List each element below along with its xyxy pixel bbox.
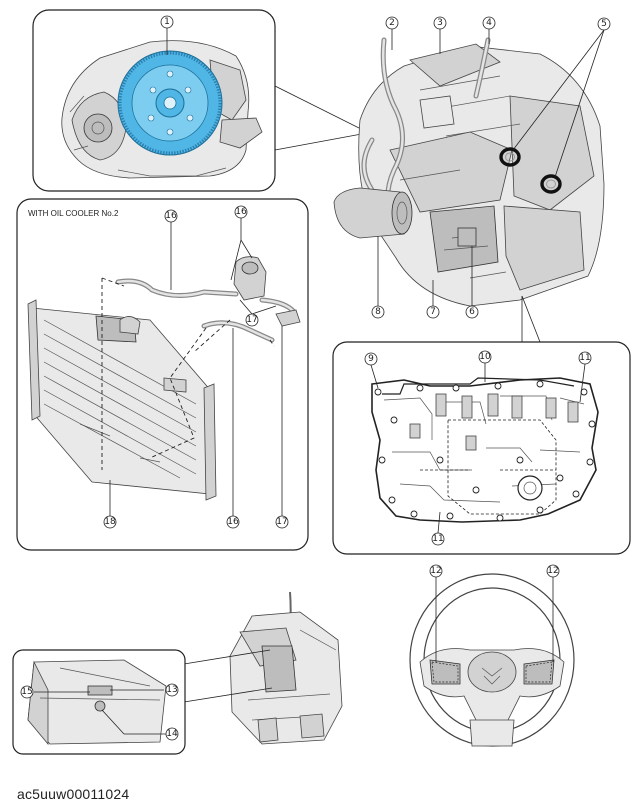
callout-7: 7 [426,305,440,319]
callout-16-top-right: 16 [234,205,248,219]
callout-3: 3 [433,16,447,30]
callout-12-left: 12 [429,564,443,578]
svg-text:16: 16 [235,207,247,217]
drive-plate-highlight [117,50,223,156]
callout-15: 15 [20,685,34,699]
oil-cooler-inset: WITH OIL COOLER No.2 [16,198,309,551]
svg-text:16: 16 [165,211,177,221]
callout-11-bottom: 11 [431,532,445,546]
svg-text:17: 17 [246,315,257,325]
callout-5: 5 [597,17,611,31]
svg-text:9: 9 [368,354,374,364]
svg-text:12: 12 [547,566,558,576]
oil-cooler-caption: WITH OIL COOLER No.2 [28,209,119,218]
callout-12-right: 12 [546,564,560,578]
svg-text:1: 1 [164,17,170,27]
svg-text:11: 11 [432,534,443,544]
callout-14: 14 [165,727,179,741]
svg-text:7: 7 [430,307,436,317]
svg-text:17: 17 [276,517,287,527]
svg-text:16: 16 [227,517,239,527]
selector-lever-assembly [183,591,343,745]
flywheel-inset: 1 [32,9,368,192]
svg-text:2: 2 [389,18,395,28]
transaxle-assembly: 2 3 4 5 8 7 6 [333,16,611,319]
svg-text:4: 4 [486,18,492,28]
svg-text:8: 8 [375,307,381,317]
callout-10: 10 [478,350,492,364]
control-valve-inset: 9 10 11 11 [332,295,631,555]
callout-11-top: 11 [578,351,592,365]
callout-16-bottom: 16 [226,515,240,529]
svg-text:14: 14 [166,729,178,739]
svg-text:12: 12 [430,566,441,576]
callout-4: 4 [482,16,496,30]
switch-inset: 15 13 14 [12,649,186,755]
callout-17-middle: 17 [245,313,259,327]
svg-text:5: 5 [601,19,607,29]
callout-17-bottom: 17 [275,515,289,529]
svg-text:13: 13 [166,685,177,695]
svg-text:10: 10 [479,352,491,362]
callout-2: 2 [385,16,399,30]
callout-1: 1 [160,15,174,29]
svg-text:15: 15 [21,687,32,697]
svg-text:18: 18 [104,517,116,527]
callout-13: 13 [165,683,179,697]
figure-id-label: ac5uuw00011024 [17,786,130,802]
callout-18: 18 [103,515,117,529]
svg-text:11: 11 [579,353,590,363]
callout-6: 6 [465,305,479,319]
radiator [27,299,217,501]
callout-9: 9 [364,352,378,366]
callout-16-top-left: 16 [164,209,178,223]
steering-wheel: 12 12 [409,564,575,747]
svg-text:6: 6 [469,307,475,317]
svg-text:3: 3 [437,18,443,28]
callout-8: 8 [371,305,385,319]
